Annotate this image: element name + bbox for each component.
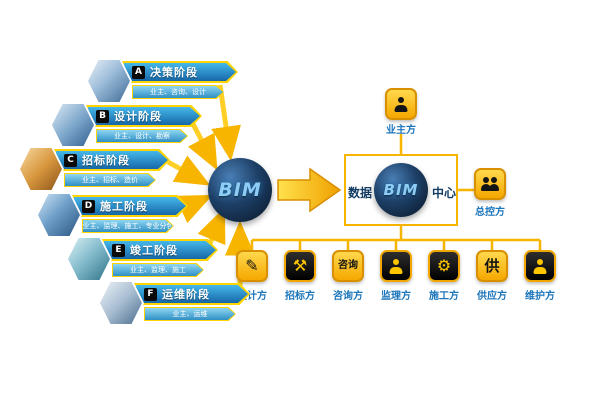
stage-members: 业主、运维 bbox=[144, 307, 236, 321]
maintenance-person-icon bbox=[534, 259, 547, 274]
gavel-icon: ⚒ bbox=[292, 256, 308, 275]
stage-members: 业主、监理、施工 bbox=[112, 263, 204, 277]
stage-members: 业主、招标、造价 bbox=[64, 173, 156, 187]
stage-item-design: B 设计阶段 业主、设计、勘察 bbox=[50, 102, 220, 150]
org-connector-lines bbox=[250, 134, 542, 250]
stage-banner: D 施工阶段 bbox=[72, 195, 188, 217]
owner-node-icon bbox=[385, 88, 417, 120]
bim-sphere: BIM bbox=[208, 158, 272, 222]
stage-members: 业主、监理、施工、专业分包 bbox=[82, 219, 174, 233]
stage-letter-badge: E bbox=[112, 243, 125, 257]
consult-text-icon: 咨询 bbox=[338, 260, 358, 271]
pencil-icon: ✎ bbox=[245, 256, 259, 275]
people-group-icon bbox=[482, 177, 498, 191]
stage-item-bidding: C 招标阶段 业主、招标、造价 bbox=[18, 146, 188, 194]
gear-icon: ⚙ bbox=[436, 256, 452, 275]
bidding-party-icon: ⚒ bbox=[284, 250, 316, 282]
maintenance-party-icon bbox=[524, 250, 556, 282]
stage-banner: E 竣工阶段 bbox=[102, 239, 218, 261]
supply-text-icon: 供 bbox=[484, 256, 500, 275]
stage-item-decision: A 决策阶段 业主、咨询、设计 bbox=[86, 58, 256, 106]
consulting-party-icon: 咨询 bbox=[332, 250, 364, 282]
hub-bim-sphere: BIM bbox=[374, 163, 428, 217]
supervision-party-icon bbox=[380, 250, 412, 282]
stage-letter-badge: A bbox=[132, 65, 145, 79]
party-label: 监理方 bbox=[381, 291, 411, 302]
stage-banner: F 运维阶段 bbox=[134, 283, 250, 305]
party-label: 维护方 bbox=[525, 291, 555, 302]
stage-title: 设计阶段 bbox=[114, 110, 162, 123]
stage-letter-badge: C bbox=[64, 153, 77, 167]
owner-label: 业主方 bbox=[386, 125, 416, 136]
stage-item-construction: D 施工阶段 业主、监理、施工、专业分包 bbox=[36, 192, 206, 240]
person-icon bbox=[395, 97, 408, 112]
supply-party-icon: 供 bbox=[476, 250, 508, 282]
stage-item-completion: E 竣工阶段 业主、监理、施工 bbox=[66, 236, 236, 284]
stage-item-operation: F 运维阶段 业主、运维 bbox=[98, 280, 268, 328]
stage-title: 竣工阶段 bbox=[130, 244, 178, 257]
stage-banner: B 设计阶段 bbox=[86, 105, 202, 127]
stage-letter-badge: B bbox=[96, 109, 109, 123]
party-label: 设计方 bbox=[237, 291, 267, 302]
stage-members: 业主、设计、勘察 bbox=[96, 129, 188, 143]
party-label: 咨询方 bbox=[333, 291, 363, 302]
stage-title: 施工阶段 bbox=[100, 200, 148, 213]
supervisor-icon bbox=[390, 259, 403, 274]
party-label: 供应方 bbox=[477, 291, 507, 302]
stage-photo bbox=[18, 146, 64, 192]
design-party-icon: ✎ bbox=[236, 250, 268, 282]
data-center-label-right: 中心 bbox=[432, 186, 457, 200]
hub-bim-logo-text: BIM bbox=[383, 181, 419, 199]
master-control-label: 总控方 bbox=[475, 207, 505, 218]
stage-title: 决策阶段 bbox=[150, 66, 198, 79]
party-label: 施工方 bbox=[429, 291, 459, 302]
master-control-node-icon bbox=[474, 168, 506, 200]
construction-party-icon: ⚙ bbox=[428, 250, 460, 282]
stage-letter-badge: D bbox=[82, 199, 95, 213]
stage-banner: C 招标阶段 bbox=[54, 149, 170, 171]
data-center-label-left: 数据 bbox=[348, 186, 373, 200]
stage-members: 业主、咨询、设计 bbox=[132, 85, 224, 99]
bim-logo-text: BIM bbox=[218, 179, 262, 201]
stage-title: 招标阶段 bbox=[82, 154, 130, 167]
stage-letter-badge: F bbox=[144, 287, 157, 301]
stage-title: 运维阶段 bbox=[162, 288, 210, 301]
party-label: 招标方 bbox=[285, 291, 315, 302]
big-arrow-icon bbox=[277, 167, 342, 213]
stage-banner: A 决策阶段 bbox=[122, 61, 238, 83]
stage-photo bbox=[36, 192, 82, 238]
